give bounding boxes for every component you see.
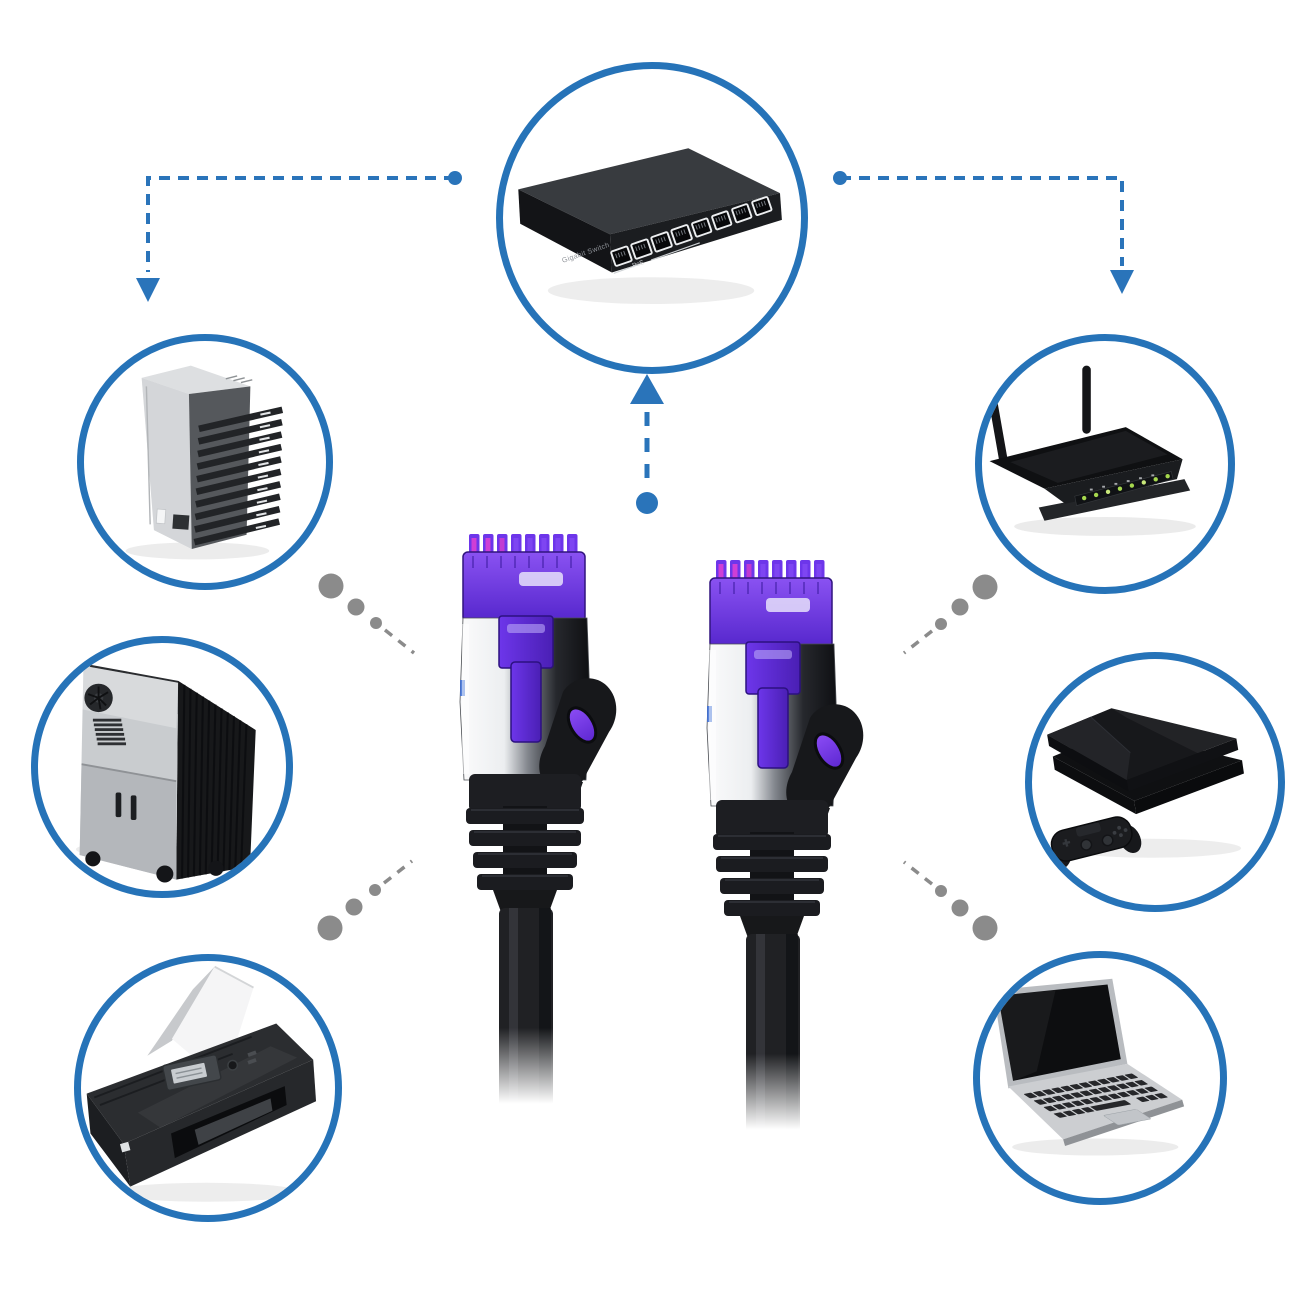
connection-cable-to-switch [630,374,664,514]
laptop-screen [993,978,1128,1089]
printer-image [86,965,317,1202]
node-laptop [973,951,1227,1205]
desktop-pc-image [75,663,256,883]
printer-paper-support [147,965,254,1083]
node-printer [74,954,342,1222]
pc-drive-slots [115,792,137,821]
connection-endpoint-dot [448,171,462,185]
rj45-connector-right [705,558,865,1136]
laptop-image [993,978,1185,1156]
pc-casters [85,851,224,883]
pc-heatsink-slats [92,718,127,746]
connection-endpoint-dot [833,171,847,185]
pc-fan [84,683,113,713]
game-console-image [1047,708,1244,870]
printer-control-panel [162,1050,257,1091]
connection-endpoint-dot [636,492,658,514]
node-server-rack [77,334,333,590]
connection-switch-to-server [136,171,462,302]
switch-shadow [547,277,755,304]
gray-link-printer-to-cable [317,859,414,941]
console-upper-slab [1047,708,1239,792]
rj45-connector-left [458,532,618,1110]
node-wifi-router [975,334,1235,594]
arrow-up-icon [630,374,664,404]
arrow-down-icon [136,278,160,302]
router-leds [1082,474,1170,501]
router-shadow [1014,516,1196,536]
arrow-down-icon [1110,270,1134,294]
server-rack-image [125,365,284,560]
pc-ribs [181,684,248,879]
printer-power-button [227,1059,239,1071]
router-antennas [988,365,1091,467]
server-unit-handles [255,411,271,530]
gray-link-laptop-to-cable [902,860,998,941]
printer-shadow [111,1182,301,1202]
switch-poe-label: PoE [631,259,644,269]
console-controller [1050,816,1142,870]
laptop-shadow [1012,1138,1179,1156]
wifi-router-image [988,365,1196,536]
laptop-keyboard [1024,1073,1168,1126]
laptop-base [1008,1063,1185,1147]
gray-link-server-to-cable [318,573,416,655]
node-pc-tower [31,636,293,898]
network-switch-image: Gigabit Switch PoE [518,148,782,304]
node-game-console [1025,652,1285,912]
switch-port-bracket-lines [613,242,700,274]
hub-node-switch: Gigabit Switch PoE [496,62,808,374]
server-shadow [125,542,270,560]
laptop-trackpad [1103,1109,1151,1126]
router-body [989,427,1191,521]
switch-ports [610,196,773,267]
router-port-icons [1089,474,1155,491]
connection-switch-to-router [833,171,1134,294]
printer-front [119,1059,317,1187]
